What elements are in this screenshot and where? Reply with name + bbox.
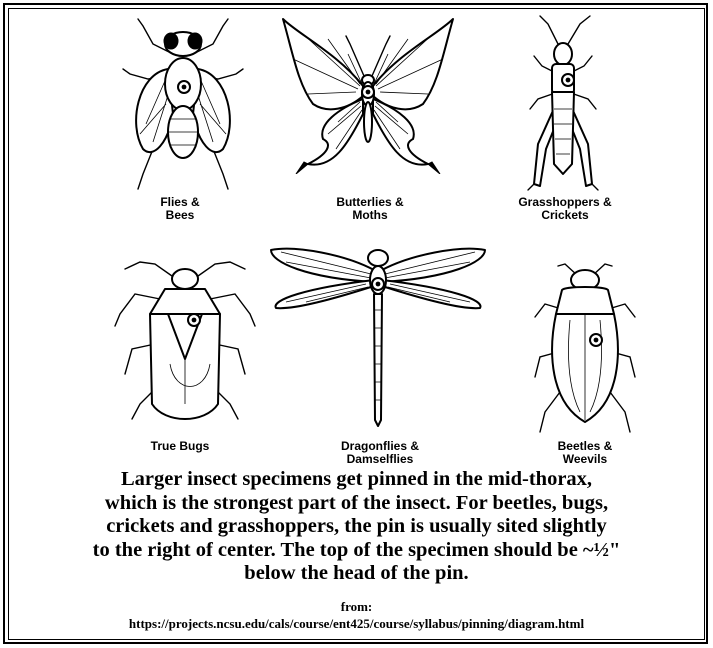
label-butterflies-moths: Butterlies & Moths bbox=[310, 196, 430, 222]
label-grasshoppers-crickets: Grasshoppers & Crickets bbox=[495, 196, 635, 222]
label-true-bugs: True Bugs bbox=[130, 440, 230, 453]
caption-line: below the head of the pin. bbox=[14, 562, 699, 586]
label-line: Moths bbox=[310, 209, 430, 222]
caption-line: Larger insect specimens get pinned in th… bbox=[14, 468, 699, 492]
butterfly-illustration bbox=[278, 14, 458, 174]
label-dragonflies-damselflies: Dragonflies & Damselflies bbox=[315, 440, 445, 466]
fly-illustration bbox=[118, 14, 248, 194]
label-line: Weevils bbox=[535, 453, 635, 466]
label-line: True Bugs bbox=[130, 440, 230, 453]
label-line: Crickets bbox=[495, 209, 635, 222]
grasshopper-illustration bbox=[520, 14, 610, 194]
true-bug-illustration bbox=[110, 254, 260, 429]
label-line: Damselflies bbox=[315, 453, 445, 466]
caption-line: crickets and grasshoppers, the pin is us… bbox=[14, 515, 699, 539]
label-line: Bees bbox=[130, 209, 230, 222]
beetle-illustration bbox=[530, 262, 640, 438]
caption-line: which is the strongest part of the insec… bbox=[14, 492, 699, 516]
label-flies-bees: Flies & Bees bbox=[130, 196, 230, 222]
dragonfly-illustration bbox=[266, 240, 490, 430]
source-url: https://projects.ncsu.edu/cals/course/en… bbox=[10, 616, 703, 631]
pinning-caption: Larger insect specimens get pinned in th… bbox=[14, 468, 699, 586]
source-from-label: from: bbox=[14, 600, 699, 614]
caption-line: to the right of center. The top of the s… bbox=[14, 539, 699, 563]
label-beetles-weevils: Beetles & Weevils bbox=[535, 440, 635, 466]
